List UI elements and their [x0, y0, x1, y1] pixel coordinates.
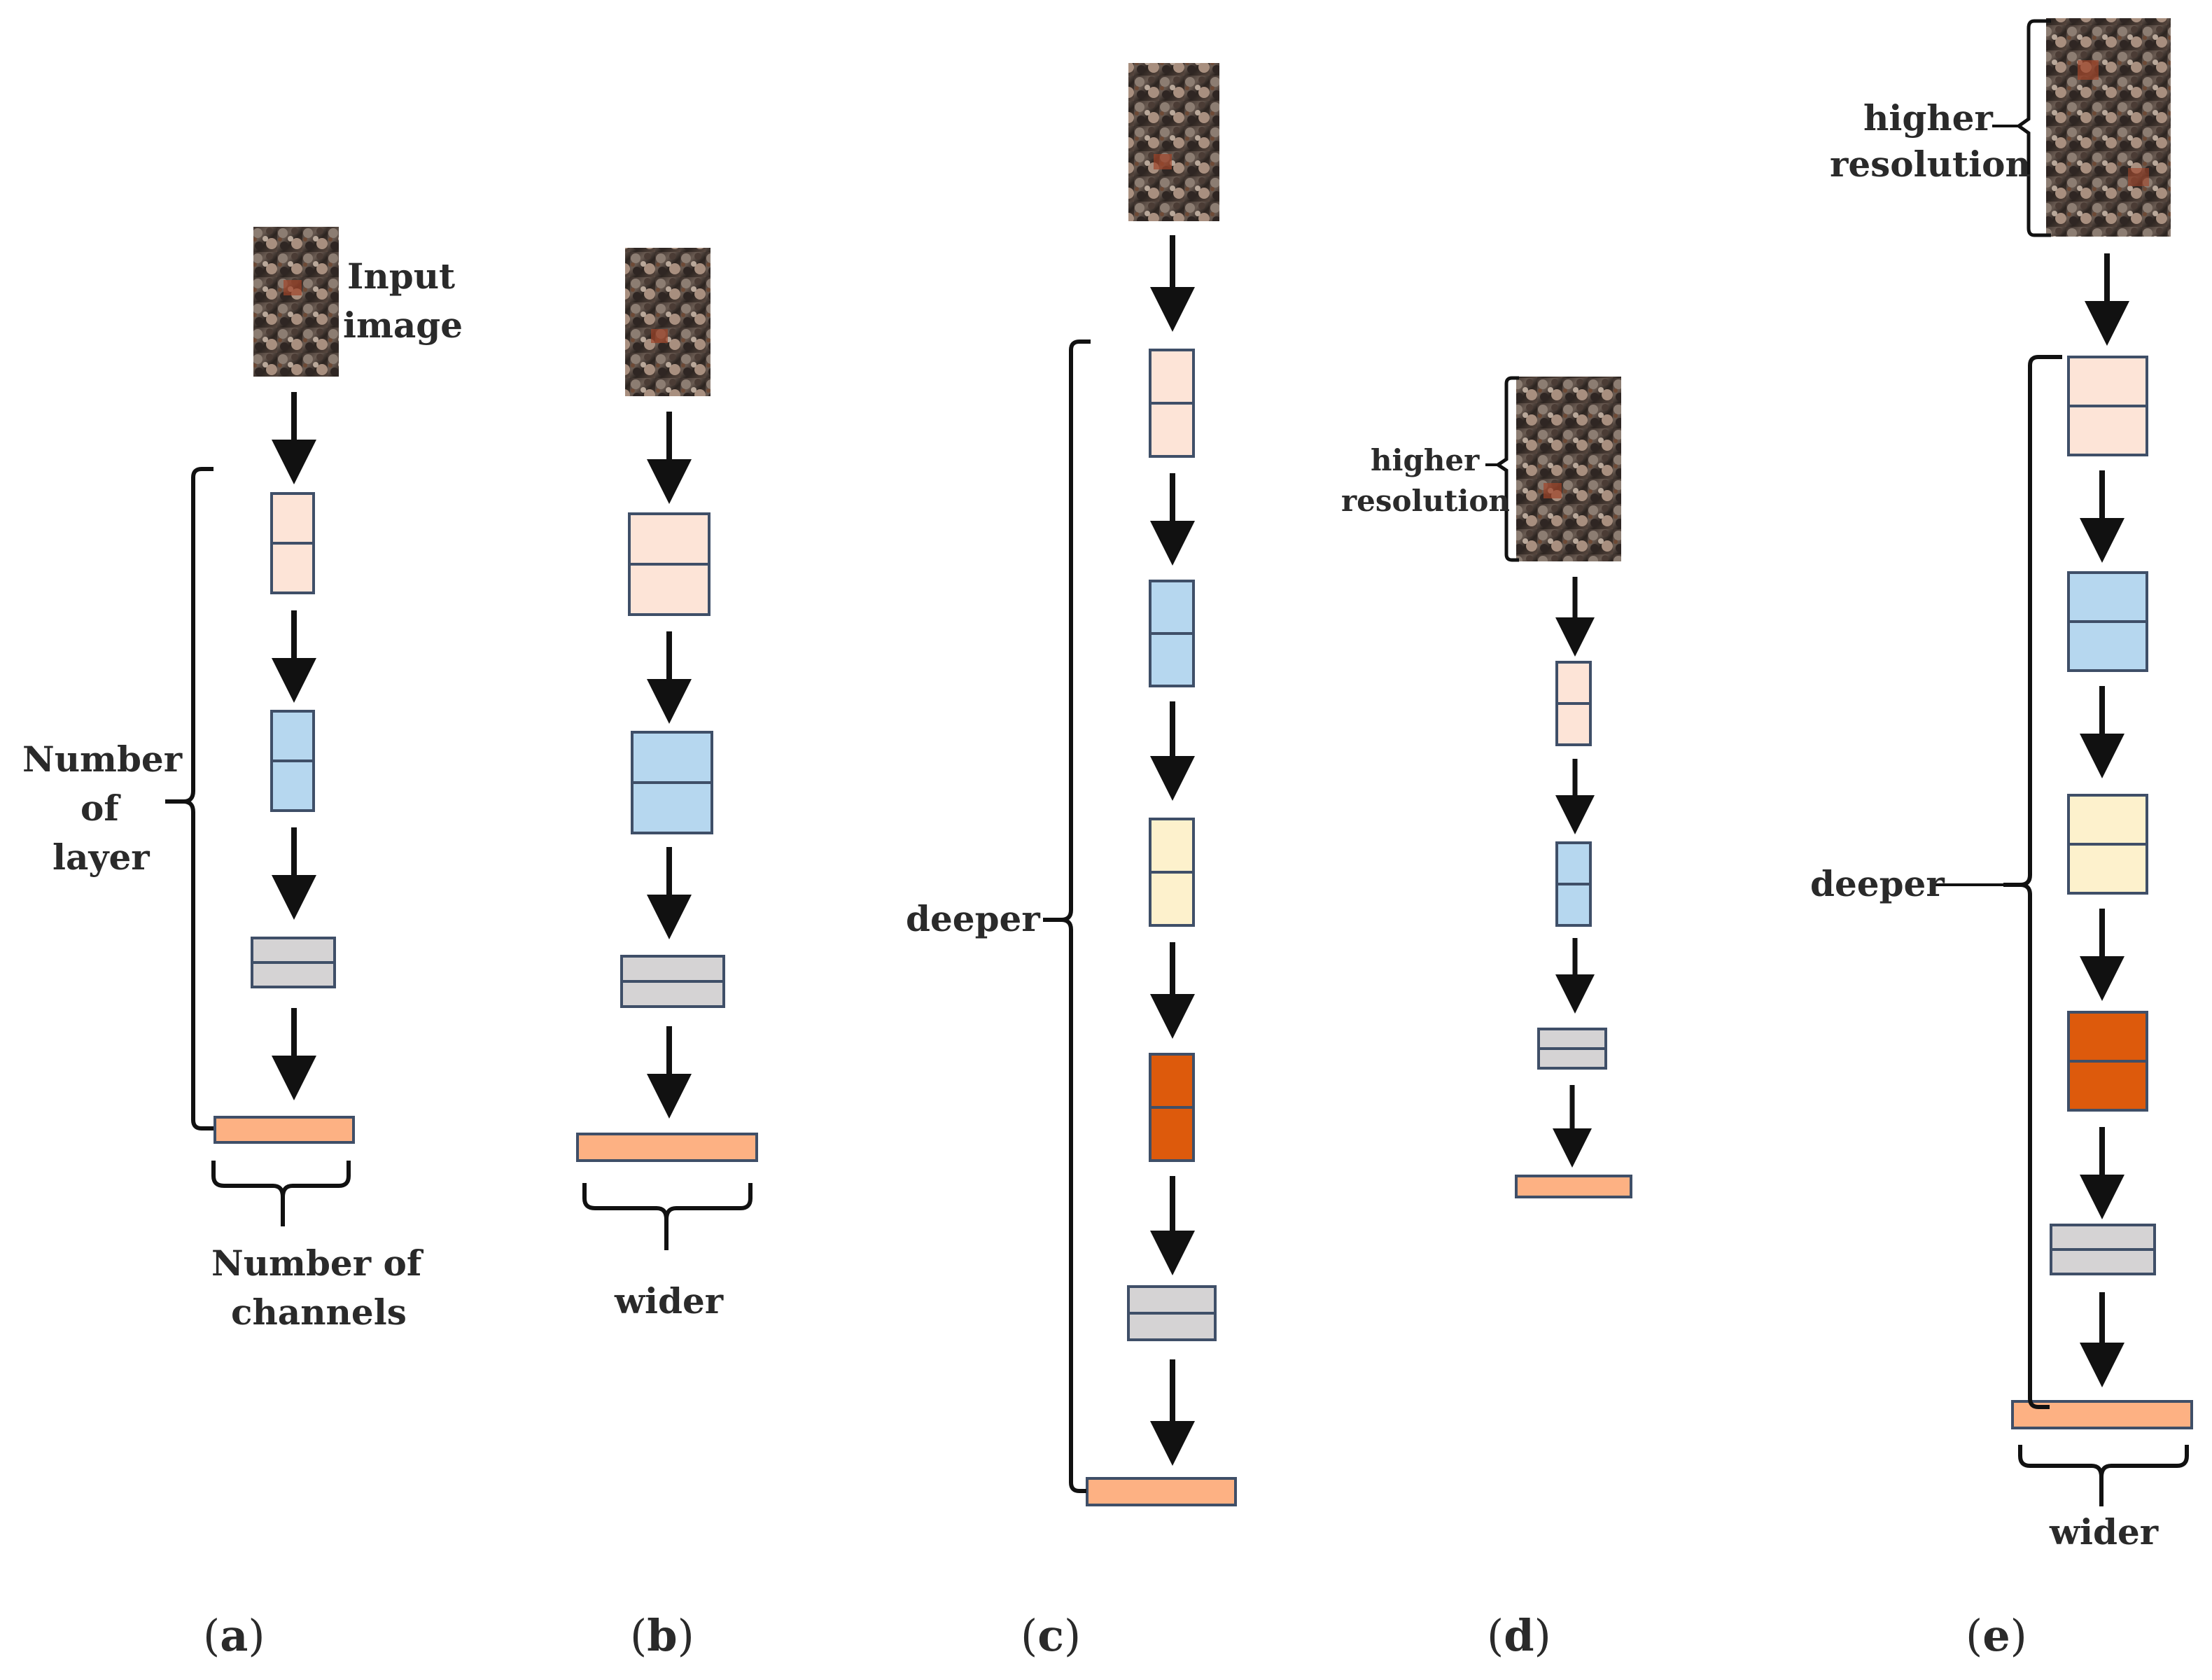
- layer-block-peach: [1149, 349, 1195, 458]
- channels-brace: [211, 1161, 351, 1226]
- rock-highlight: [651, 329, 668, 343]
- output-bar: [1515, 1175, 1632, 1198]
- layer-block-blue: [1149, 580, 1195, 687]
- layer-block-blue: [270, 710, 315, 812]
- layer-block-peach: [1555, 661, 1592, 746]
- panel-a: Input image Number of layer Number of ch…: [22, 227, 463, 1333]
- layer-block-gray: [1537, 1028, 1607, 1070]
- layer-block-peach: [270, 492, 315, 594]
- layer-block-gray: [2050, 1224, 2156, 1275]
- rock-highlight: [1544, 483, 1562, 498]
- layer-block-gray: [1127, 1285, 1217, 1341]
- layers-brace: [165, 467, 214, 1130]
- layer-block-blue: [631, 731, 713, 834]
- wider-label: wider: [614, 1280, 724, 1322]
- caption-e: (e): [1966, 1610, 2027, 1661]
- input-image-label-line2: image: [343, 304, 463, 346]
- layer-block-yellow: [1149, 818, 1195, 927]
- input-image: [625, 248, 710, 396]
- input-image: [2046, 18, 2171, 237]
- resolution-brace: [1494, 376, 1519, 562]
- output-bar: [576, 1133, 758, 1162]
- layers-label-line2: of: [80, 788, 121, 829]
- caption-a: (a): [203, 1610, 265, 1661]
- panel-captions: (a) (b) (c) (d) (e): [203, 1610, 2027, 1661]
- layer-block-orange: [2067, 1011, 2148, 1112]
- deeper-brace: [1043, 340, 1091, 1493]
- layer-block-gray: [620, 955, 725, 1008]
- wider-brace: [582, 1183, 752, 1250]
- higher-resolution-label-line2: resolution: [1830, 144, 2031, 185]
- rock-highlight: [2078, 60, 2099, 80]
- caption-d: (d): [1487, 1610, 1551, 1661]
- input-image: [1128, 63, 1219, 221]
- layer-block-blue: [1555, 841, 1592, 927]
- rock-highlight: [1154, 154, 1172, 169]
- panel-d: higher resolution: [1341, 376, 1632, 1198]
- output-bar: [1086, 1477, 1237, 1506]
- wider-brace: [2018, 1445, 2189, 1506]
- layer-block-peach: [628, 512, 710, 616]
- deeper-brace: [2003, 355, 2062, 1409]
- input-image: [1516, 377, 1621, 561]
- wider-label: wider: [2049, 1511, 2159, 1553]
- input-image: [253, 227, 339, 377]
- deeper-label: deeper: [1810, 863, 1945, 904]
- layers-label-line3: layer: [52, 836, 150, 878]
- channels-label-line2: channels: [231, 1292, 407, 1333]
- layer-block-peach: [2067, 356, 2148, 456]
- layers-label-line1: Number: [22, 738, 183, 780]
- layer-block-gray: [251, 937, 336, 988]
- caption-c: (c): [1021, 1610, 1081, 1661]
- rock-highlight: [284, 280, 302, 295]
- higher-resolution-label-line1: higher: [1371, 443, 1480, 477]
- layer-block-blue: [2067, 571, 2148, 672]
- panel-c: deeper: [906, 63, 1237, 1506]
- deeper-label: deeper: [906, 898, 1040, 939]
- channels-label-line1: Number of: [211, 1242, 424, 1284]
- rock-highlight: [2128, 168, 2149, 186]
- output-bar: [214, 1116, 355, 1144]
- caption-b: (b): [630, 1610, 694, 1661]
- higher-resolution-label-line1: higher: [1863, 97, 1993, 139]
- panel-b: wider: [576, 248, 758, 1322]
- layer-block-yellow: [2067, 794, 2148, 895]
- input-image-label-line1: Input: [347, 255, 455, 297]
- higher-resolution-label-line2: resolution: [1341, 484, 1510, 518]
- layer-block-orange: [1149, 1053, 1195, 1162]
- panel-e: higher resolution deeper: [1810, 18, 2193, 1553]
